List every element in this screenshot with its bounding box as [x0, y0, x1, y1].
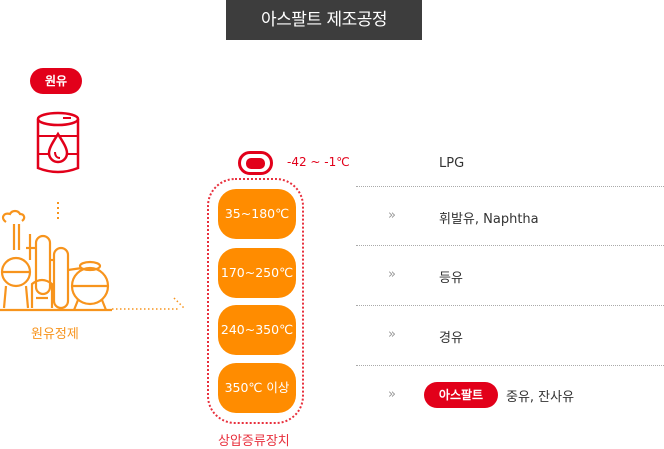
chevron-double-right-icon: » — [388, 387, 396, 402]
page-title: 아스팔트 제조공정 — [226, 0, 422, 40]
asphalt-badge: 아스팔트 — [424, 382, 498, 408]
chevron-double-right-icon: » — [388, 267, 396, 282]
fraction-3: 240~350℃ — [218, 305, 296, 355]
product-kerosene: 등유 — [439, 271, 463, 286]
product-lpg: LPG — [439, 156, 465, 171]
product-gasoline: 휘발유, Naphtha — [439, 212, 539, 227]
chevron-double-right-icon: » — [388, 208, 396, 223]
product-heavy-oil: 중유, 잔사유 — [506, 390, 575, 405]
divider — [356, 245, 664, 246]
divider — [356, 186, 664, 187]
refinery-icon — [0, 209, 112, 312]
oil-barrel-icon — [36, 111, 80, 174]
column-top-outlet — [238, 151, 273, 175]
fraction-4: 350℃ 이상 — [218, 363, 296, 413]
flow-connector-vertical — [57, 202, 59, 220]
distillation-column — [207, 178, 304, 424]
column-top-outlet-fill — [246, 158, 265, 169]
flow-connector-horizontal — [112, 297, 185, 310]
product-diesel: 경유 — [439, 331, 463, 346]
fraction-2: 170~250℃ — [218, 248, 296, 298]
divider — [356, 305, 664, 306]
refining-label: 원유정제 — [31, 327, 79, 342]
chevron-double-right-icon: » — [388, 327, 396, 342]
top-temperature-label: -42 ~ -1℃ — [287, 155, 350, 169]
distillation-unit-label: 상압증류장치 — [218, 434, 290, 449]
crude-oil-badge: 원유 — [30, 68, 82, 94]
fraction-1: 35~180℃ — [218, 189, 296, 239]
divider — [356, 365, 664, 366]
